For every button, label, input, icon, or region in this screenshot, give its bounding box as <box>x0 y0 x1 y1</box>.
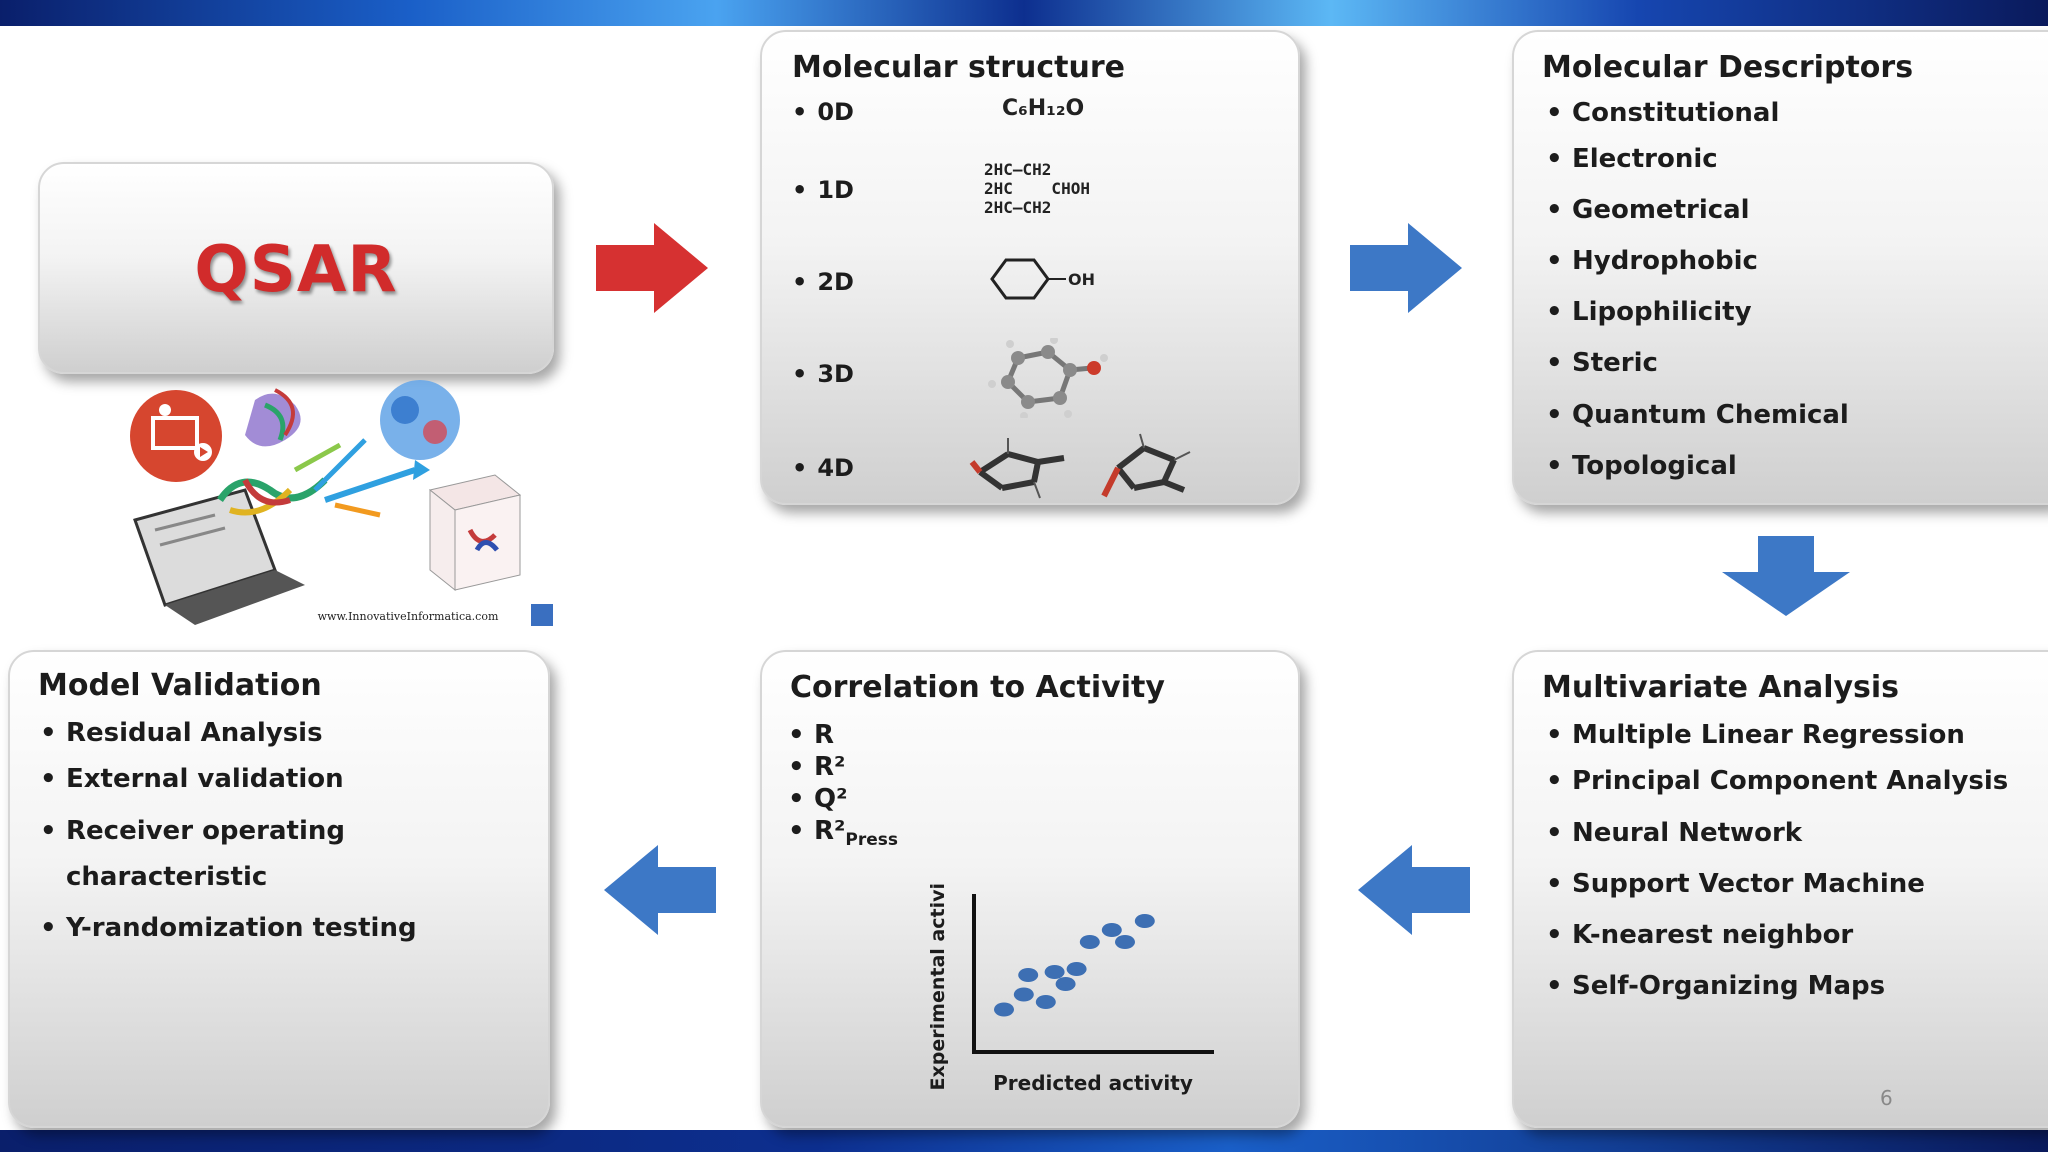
row-1d-label: 1D <box>792 176 854 204</box>
method-item: Principal Component Analysis <box>1546 766 2008 796</box>
molecular-descriptors-title: Molecular Descriptors <box>1542 50 1914 85</box>
qsar-label: QSAR <box>194 233 398 307</box>
scatter-point <box>1055 977 1076 991</box>
simulation-box-icon <box>428 474 522 592</box>
method-item: Neural Network <box>1546 818 1802 848</box>
presentation-icon <box>130 390 222 482</box>
method-item: Multiple Linear Regression <box>1546 720 1965 750</box>
page-number: 6 <box>1880 1086 1893 1110</box>
x-axis-label: Predicted activity <box>993 1071 1193 1095</box>
multivariate-analysis-title: Multivariate Analysis <box>1542 670 1900 705</box>
blue-arrow-left-2 <box>604 845 716 935</box>
molecular-descriptors-box: Molecular Descriptors Constitutional Ele… <box>1512 30 2048 505</box>
multivariate-analysis-box: Multivariate Analysis Multiple Linear Re… <box>1512 650 2048 1128</box>
method-item: K-nearest neighbor <box>1546 920 1853 950</box>
scatter-point <box>994 1002 1014 1017</box>
row-2d-label: 2D <box>792 268 854 296</box>
model-validation-box: Model Validation Residual Analysis Exter… <box>8 650 550 1128</box>
ball-stick-3d-icon <box>988 338 1108 418</box>
qsar-box: QSAR <box>38 162 554 374</box>
descriptor-item: Electronic <box>1546 144 1718 174</box>
correlation-title: Correlation to Activity <box>790 670 1165 705</box>
stat-item: R² <box>788 752 846 782</box>
descriptor-item: Geometrical <box>1546 195 1750 225</box>
top-decorative-band <box>0 0 2048 26</box>
model-validation-title: Model Validation <box>38 668 322 703</box>
scatter-point <box>1035 995 1056 1009</box>
row-0d-label: 0D <box>792 98 854 126</box>
blue-arrow-right <box>1350 223 1462 313</box>
descriptor-item: Steric <box>1546 348 1658 378</box>
descriptor-item: Constitutional <box>1546 98 1779 128</box>
validation-item: Residual Analysis <box>40 718 323 748</box>
scatter-point <box>1013 987 1034 1002</box>
r2-press-base: R² <box>814 816 846 846</box>
molecular-structure-box: Molecular structure 0D 1D 2D 3D 4D C₆H₁₂… <box>760 30 1300 505</box>
scatter-point <box>1066 962 1087 976</box>
scatter-plot: Predicted activity Experimental activity <box>927 884 1214 1095</box>
descriptor-item: Lipophilicity <box>1546 297 1751 327</box>
laptop-icon <box>133 488 305 625</box>
credit-text: www.InnovativeInformatica.com <box>318 610 499 623</box>
qsar-illustration: www.InnovativeInformatica.com <box>130 380 553 626</box>
validation-item: External validation <box>40 764 344 794</box>
scatter-point <box>1018 968 1039 982</box>
protein-icon <box>245 388 301 447</box>
bottom-decorative-band <box>0 1130 2048 1152</box>
method-item: Support Vector Machine <box>1546 869 1925 899</box>
validation-item: Receiver operating <box>40 816 345 846</box>
stat-item-press: R²Press <box>788 816 899 851</box>
stat-item: Q² <box>788 784 847 814</box>
row-4d-label: 4D <box>792 454 854 482</box>
descriptor-item: Topological <box>1546 451 1737 481</box>
row-3d-label: 3D <box>792 360 854 388</box>
blue-arrow-left-1 <box>1358 845 1470 935</box>
logo-icon <box>531 604 553 626</box>
molecular-structure-title: Molecular structure <box>792 50 1125 85</box>
formula-0d: C₆H₁₂O <box>1002 96 1085 121</box>
scatter-point <box>1115 935 1135 949</box>
structure-1d: 2HC—CH2 2HC CHOH 2HC—CH2 <box>984 160 1090 217</box>
y-axis-label: Experimental activity <box>927 884 949 1090</box>
flow-arrows-icon <box>293 438 430 518</box>
method-item: Self-Organizing Maps <box>1546 971 1885 1001</box>
hexagon-2d-icon: OH <box>990 258 1095 300</box>
oh-label: OH <box>1068 270 1095 289</box>
stat-item: R <box>788 720 834 750</box>
ribbon-structure-icon <box>217 477 328 516</box>
press-subscript: Press <box>845 830 899 851</box>
correlation-box: Correlation to Activity R R² Q² R²Press … <box>760 650 1300 1128</box>
descriptor-item: Hydrophobic <box>1546 246 1758 276</box>
validation-item: Y-randomization testing <box>40 913 417 943</box>
validation-item-continued: characteristic <box>66 862 268 892</box>
scatter-point <box>1134 914 1155 928</box>
blue-arrow-down <box>1722 536 1850 616</box>
conformers-4d-icon <box>969 433 1191 499</box>
scatter-point <box>1079 935 1100 949</box>
enzyme-blob-icon <box>380 380 460 460</box>
scatter-point <box>1101 923 1122 937</box>
descriptor-item: Quantum Chemical <box>1546 400 1849 430</box>
red-arrow-right <box>596 223 708 313</box>
scatter-point <box>1044 965 1065 979</box>
